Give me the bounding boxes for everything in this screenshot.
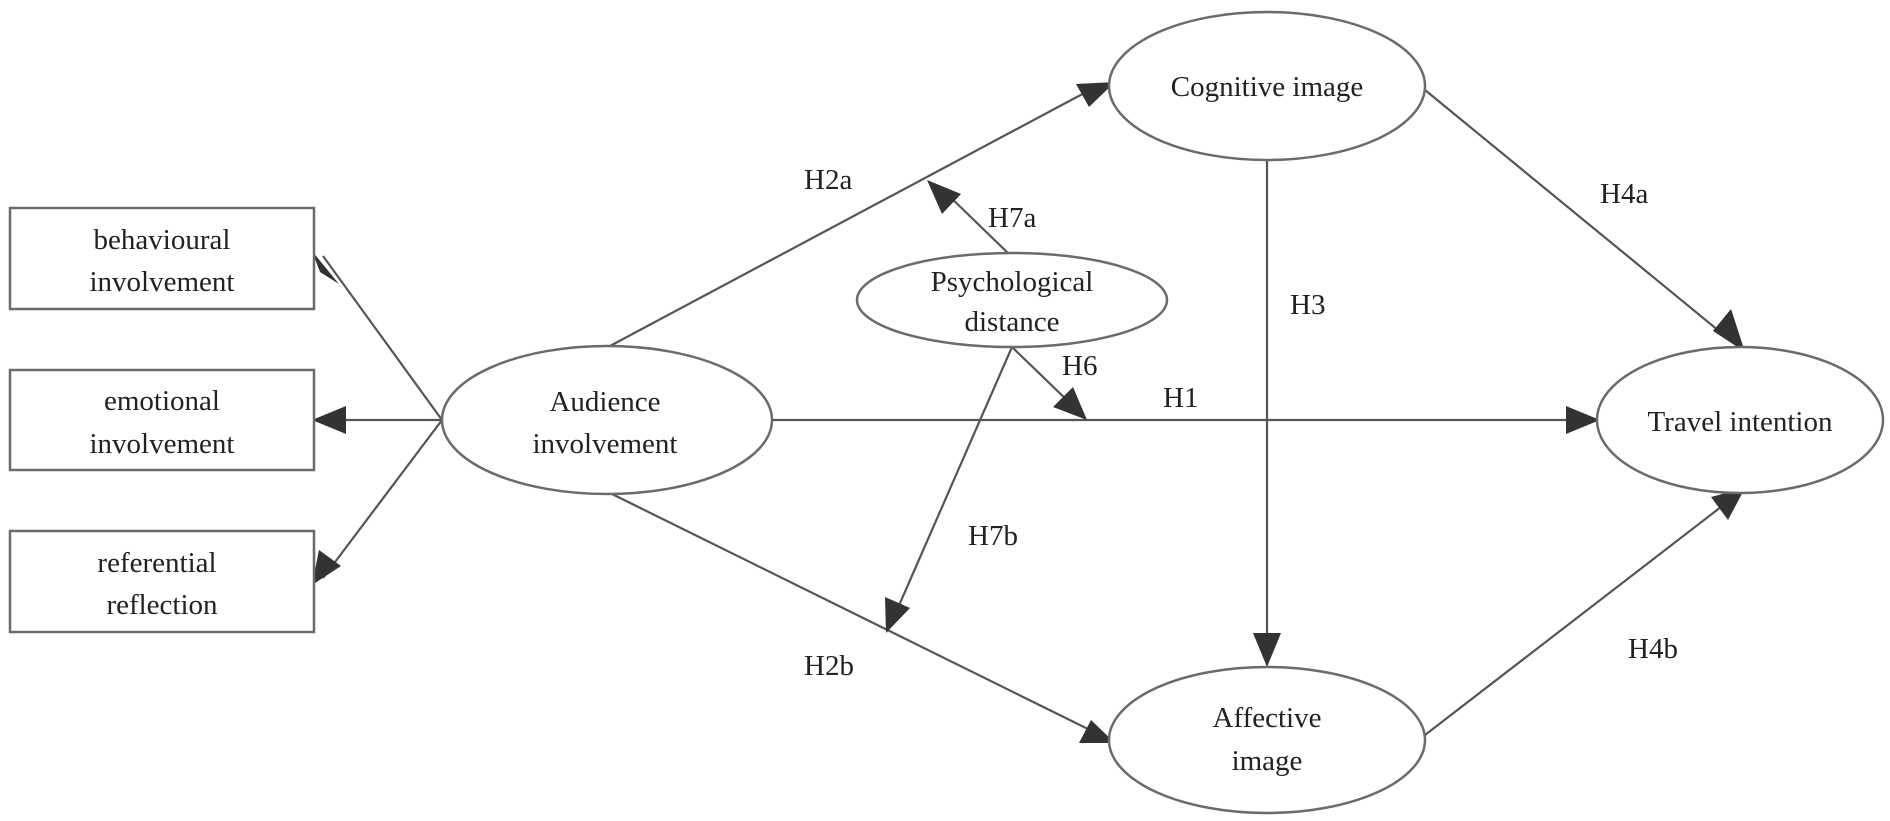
arrowhead-h7b: [885, 597, 910, 633]
arrowhead-travel-h1: [1566, 406, 1600, 434]
cognitive-line-1: Cognitive image: [1171, 71, 1364, 103]
label-h4b: H4b: [1628, 633, 1678, 665]
travel-line-1: Travel intention: [1647, 406, 1833, 438]
edge-labels: H1 H2a H2b H3 H4a H4b H6 H7a H7b: [804, 164, 1678, 682]
psychological-line-1: Psychological: [931, 266, 1094, 298]
referential-line-1: referential: [97, 547, 216, 579]
node-travel-intention: Travel intention: [1595, 345, 1885, 495]
edge-h6-moderation: [1011, 346, 1073, 406]
edge-h2b-audience-affective: [611, 493, 1091, 731]
label-h3: H3: [1290, 289, 1325, 321]
referential-line-2: reflection: [106, 589, 218, 621]
node-audience-involvement: Audience involvement: [440, 344, 774, 496]
label-h7a: H7a: [988, 202, 1036, 234]
edge-h4b-affective-travel: [1424, 499, 1731, 736]
affective-line-1: Affective: [1213, 702, 1322, 734]
edges: [312, 82, 1745, 743]
emotional-line-1: emotional: [104, 385, 220, 417]
audience-line-2: involvement: [533, 428, 678, 460]
edge-h2a-audience-cognitive: [609, 89, 1091, 347]
arrowhead-h7a: [927, 180, 961, 214]
label-h4a: H4a: [1600, 178, 1648, 210]
emotional-line-2: involvement: [90, 428, 235, 460]
affective-line-2: image: [1232, 745, 1303, 777]
arrowhead-referential: [312, 550, 341, 585]
arrowhead-travel-h4a: [1713, 309, 1745, 352]
edge-h4a-cognitive-travel: [1424, 89, 1731, 341]
behavioural-line-1: behavioural: [94, 224, 231, 256]
label-h6: H6: [1062, 350, 1097, 382]
arrowhead-behavioural: [312, 251, 339, 284]
label-h7b: H7b: [968, 520, 1018, 552]
node-cognitive-image: Cognitive image: [1107, 10, 1427, 162]
edge-audience-referential: [322, 419, 443, 579]
node-affective-image: Affective image: [1107, 665, 1427, 815]
arrowhead-affective-h3: [1253, 633, 1281, 667]
edge-h7a-moderation: [944, 191, 1011, 256]
arrowhead-travel-h4b: [1711, 488, 1745, 520]
psychological-line-2: distance: [964, 306, 1059, 338]
arrowhead-affective: [1079, 720, 1115, 743]
behavioural-line-2: involvement: [90, 266, 235, 298]
audience-line-1: Audience: [549, 386, 660, 418]
arrowhead-emotional: [312, 406, 346, 434]
label-h1: H1: [1163, 382, 1198, 414]
arrowhead-cognitive: [1076, 82, 1115, 107]
node-behavioural-involvement: behavioural involvement: [8, 206, 316, 311]
node-psychological-distance: Psychological distance: [855, 251, 1169, 349]
label-h2a: H2a: [804, 164, 852, 196]
node-referential-reflection: referential reflection: [8, 529, 316, 634]
label-h2b: H2b: [804, 650, 854, 682]
node-emotional-involvement: emotional involvement: [8, 368, 316, 472]
edge-audience-behavioural: [322, 255, 443, 421]
arrowhead-h6: [1053, 387, 1087, 420]
edge-h7b-moderation: [895, 346, 1014, 611]
